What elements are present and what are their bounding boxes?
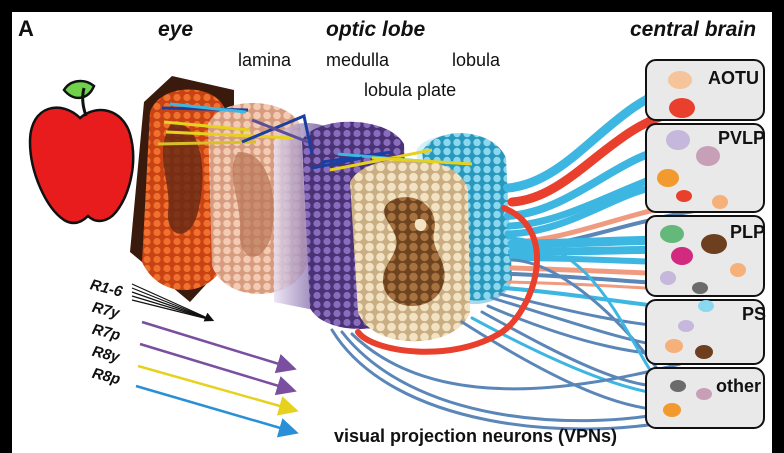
label-lamina: lamina bbox=[238, 50, 291, 71]
label-lobula-plate: lobula plate bbox=[364, 80, 456, 101]
target-label-aotu: AOTU bbox=[708, 68, 759, 89]
figure-panel: A eye optic lobe central brain lamina me… bbox=[12, 12, 772, 453]
target-label-plp: PLP bbox=[730, 222, 765, 243]
receptor-arrows bbox=[132, 284, 294, 432]
label-lobula: lobula bbox=[452, 50, 500, 71]
arrow-r7y bbox=[142, 322, 292, 368]
caption-vpns: visual projection neurons (VPNs) bbox=[334, 426, 617, 447]
target-label-other: other bbox=[716, 376, 761, 397]
arrow-r7p bbox=[140, 344, 292, 390]
arrow-r8y bbox=[138, 366, 294, 410]
arrow-r8p bbox=[136, 386, 294, 432]
heading-central-brain: central brain bbox=[630, 18, 756, 42]
target-label-ps: PS bbox=[742, 304, 766, 325]
panel-letter: A bbox=[18, 16, 34, 42]
lobula-plate-structure bbox=[350, 159, 470, 341]
heading-optic-lobe: optic lobe bbox=[326, 18, 425, 42]
label-medulla: medulla bbox=[326, 50, 389, 71]
heading-eye: eye bbox=[158, 18, 193, 42]
apple-icon bbox=[30, 81, 133, 223]
diagram-svg bbox=[12, 12, 772, 453]
target-label-pvlp: PVLP bbox=[718, 128, 765, 149]
